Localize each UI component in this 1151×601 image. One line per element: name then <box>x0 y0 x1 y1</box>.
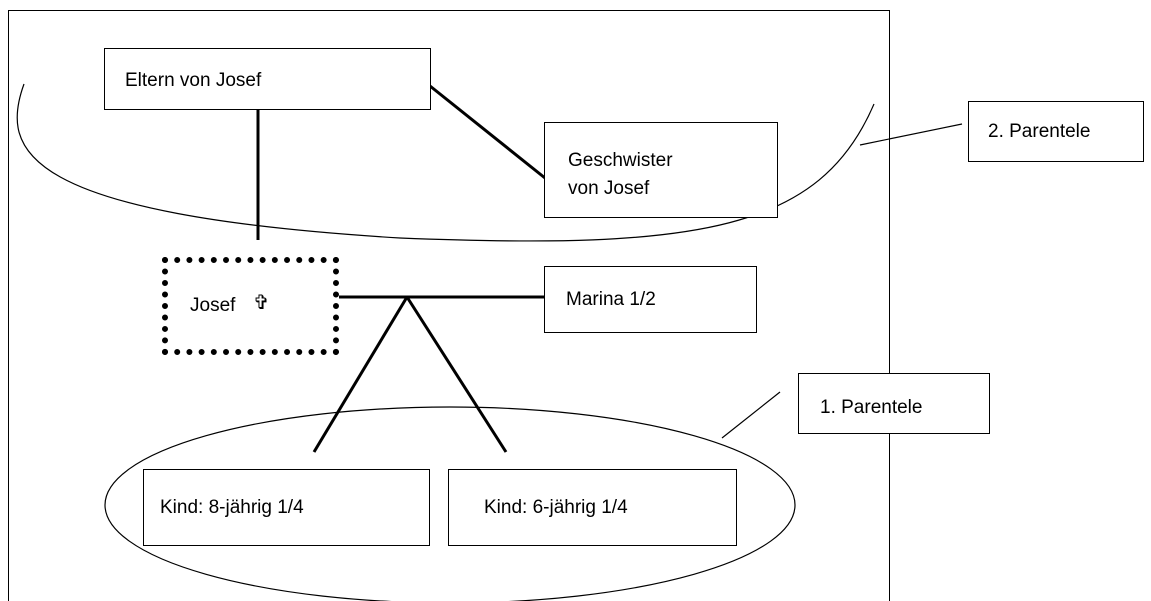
callout-parentele-2-label: 2. Parentele <box>988 121 1091 142</box>
parentele-1-ellipse <box>104 406 796 601</box>
callout-parentele-2: 2. Parentele <box>968 101 1144 162</box>
node-parents: Eltern von Josef <box>104 48 431 110</box>
node-child-2: Kind: 6-jährig 1/4 <box>448 469 737 546</box>
parentele-2-pointer <box>859 123 963 146</box>
node-parents-label: Eltern von Josef <box>125 70 262 91</box>
node-siblings-label-line2: von Josef <box>568 178 650 199</box>
node-spouse: Marina 1/2 <box>544 266 757 333</box>
node-child-1-label: Kind: 8-jährig 1/4 <box>160 497 304 518</box>
deceased-cross-icon: ✞ <box>253 290 270 314</box>
parentele-2-curve <box>16 83 875 242</box>
node-spouse-label: Marina 1/2 <box>566 289 656 310</box>
child2-line <box>405 296 508 453</box>
parents-to-siblings-line <box>429 84 546 180</box>
parentele-1-pointer <box>721 391 781 439</box>
node-child-1: Kind: 8-jährig 1/4 <box>143 469 430 546</box>
node-child-2-label: Kind: 6-jährig 1/4 <box>484 497 628 518</box>
callout-parentele-1: 1. Parentele <box>798 373 990 434</box>
node-siblings: Geschwister von Josef <box>544 122 778 218</box>
node-josef <box>162 257 339 355</box>
child1-line <box>312 296 409 453</box>
node-josef-label: Josef <box>190 295 236 316</box>
node-siblings-label-line1: Geschwister <box>568 150 673 171</box>
callout-parentele-1-label: 1. Parentele <box>820 397 923 418</box>
diagram-frame <box>8 10 890 601</box>
